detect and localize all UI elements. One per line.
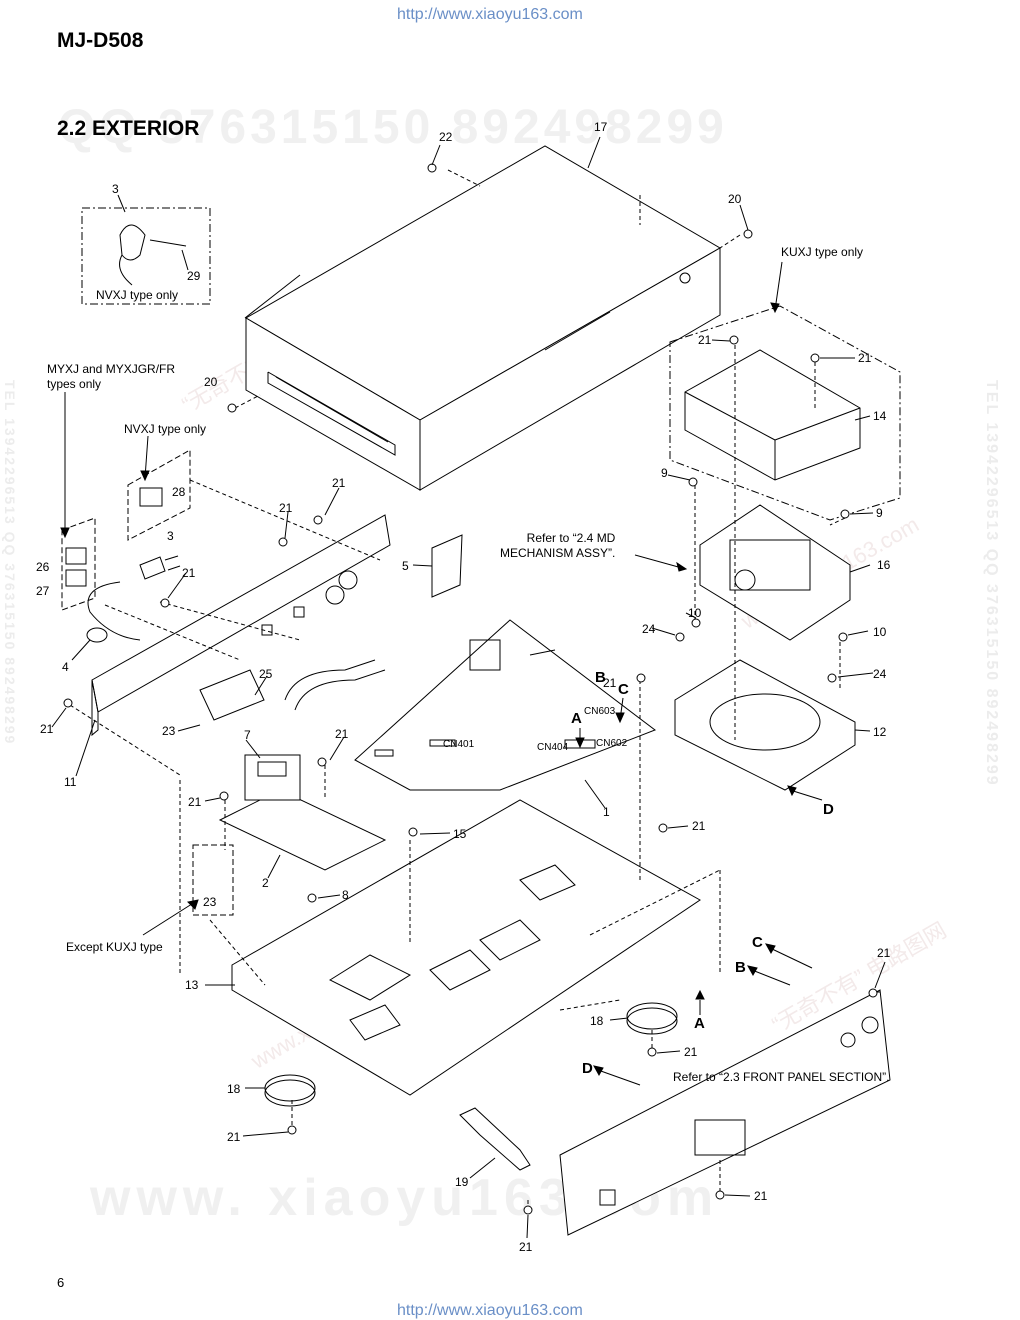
foot-18-right — [626, 1002, 678, 1030]
part-label: 27 — [36, 584, 50, 598]
part-label: 21 — [188, 795, 202, 809]
part-label: 15 — [453, 827, 467, 841]
page-number: 6 — [57, 1275, 65, 1290]
part-label: 11 — [64, 775, 77, 789]
part-label: 19 — [455, 1175, 469, 1189]
myxj-label-box — [61, 517, 96, 611]
flex-cable-5 — [431, 534, 463, 598]
lever-19 — [459, 1107, 531, 1171]
letter-b-front: B — [735, 959, 746, 976]
bottom-url[interactable]: http://www.xiaoyu163.com — [397, 1302, 583, 1319]
part-label: 17 — [594, 120, 608, 134]
part-label: 21 — [519, 1240, 533, 1254]
tube-25 — [199, 669, 265, 721]
part-label: 8 — [342, 888, 349, 902]
md-mechanism — [699, 504, 851, 641]
front-panel-note: Refer to “2.3 FRONT PANEL SECTION”. — [673, 1070, 890, 1084]
part-label: 22 — [439, 130, 453, 144]
part-label: 21 — [754, 1189, 768, 1203]
part-label: 21 — [684, 1045, 698, 1059]
letter-d-front: D — [582, 1060, 593, 1077]
connector-cn602: CN602 — [596, 738, 628, 749]
nvxj-plug-box — [81, 207, 211, 305]
part-label: 3 — [112, 182, 119, 196]
part-label: 10 — [688, 606, 702, 620]
part-label: 2 — [262, 876, 269, 890]
qq-watermark: QQ 376315150 892498299 — [58, 101, 728, 154]
md-mechanism-note: Refer to “2.4 MD MECHANISM ASSY”. — [500, 531, 616, 560]
part-label: 28 — [172, 485, 186, 499]
letter-c-front: C — [752, 934, 763, 951]
part-label: 25 — [259, 667, 273, 681]
part-label: 23 — [162, 724, 176, 738]
power-plug — [139, 556, 166, 580]
myxj-note: MYXJ and MYXJGR/FR types only — [47, 362, 176, 391]
part-label: 24 — [642, 622, 656, 636]
part-label: 13 — [185, 978, 199, 992]
part-label: 21 — [335, 727, 349, 741]
top-cover — [244, 145, 721, 491]
part-label: 21 — [692, 819, 706, 833]
model-number: MJ-D508 — [57, 29, 144, 52]
section-title: 2.2 EXTERIOR — [57, 117, 200, 140]
holder-box — [192, 844, 234, 916]
connector-cn603: CN603 — [584, 706, 616, 717]
part-label: 21 — [182, 566, 196, 580]
main-pcb — [354, 619, 657, 791]
part-label: 20 — [728, 192, 742, 206]
letter-a-front: A — [694, 1015, 705, 1032]
part-label: 21 — [877, 946, 891, 960]
chassis-13 — [231, 799, 701, 1096]
part-label: 5 — [402, 559, 409, 573]
part-label: 4 — [62, 660, 69, 674]
part-14 — [684, 349, 861, 481]
transformer-pcb — [218, 789, 387, 871]
part-label: 21 — [858, 351, 872, 365]
part-label: 20 — [204, 375, 218, 389]
part-label: 21 — [603, 676, 617, 690]
kuxj-box — [669, 305, 901, 521]
part-label: 23 — [203, 895, 217, 909]
part-label: 26 — [36, 560, 50, 574]
connector-cn401: CN401 — [443, 739, 475, 750]
part-label: 3 — [167, 529, 174, 543]
part-label: 21 — [227, 1130, 241, 1144]
except-kuxj-note: Except KUXJ type — [66, 940, 163, 954]
front-panel — [559, 989, 891, 1236]
nvxj-label-box — [127, 449, 191, 541]
letter-d-bracket: D — [823, 801, 834, 818]
part-label: 1 — [603, 805, 610, 819]
part-label: 9 — [661, 466, 668, 480]
part-label: 18 — [227, 1082, 241, 1096]
top-url[interactable]: http://www.xiaoyu163.com — [397, 6, 583, 23]
letter-b-pcb: B — [595, 669, 606, 686]
letter-a-pcb: A — [571, 710, 582, 727]
nvxj-plug-note: NVXJ type only — [96, 288, 179, 302]
connector-cn404: CN404 — [537, 742, 569, 753]
part-label: 18 — [590, 1014, 604, 1028]
bracket-12 — [674, 659, 856, 791]
part-label: 24 — [873, 667, 887, 681]
letter-c-pcb: C — [618, 681, 629, 698]
part-label: 29 — [187, 269, 201, 283]
part-label: 12 — [873, 725, 887, 739]
part-label: 21 — [698, 333, 712, 347]
part-label: 21 — [332, 476, 346, 490]
kuxj-note: KUXJ type only — [781, 245, 864, 259]
part-label: 21 — [40, 722, 54, 736]
nvxj-label-note: NVXJ type only — [124, 422, 207, 436]
part-label: 16 — [877, 558, 891, 572]
part-label: 9 — [876, 506, 883, 520]
foot-18-left — [264, 1074, 316, 1102]
part-label: 14 — [873, 409, 887, 423]
part-label: 10 — [873, 625, 887, 639]
part-label: 7 — [244, 728, 251, 742]
part-label: 21 — [279, 501, 293, 515]
